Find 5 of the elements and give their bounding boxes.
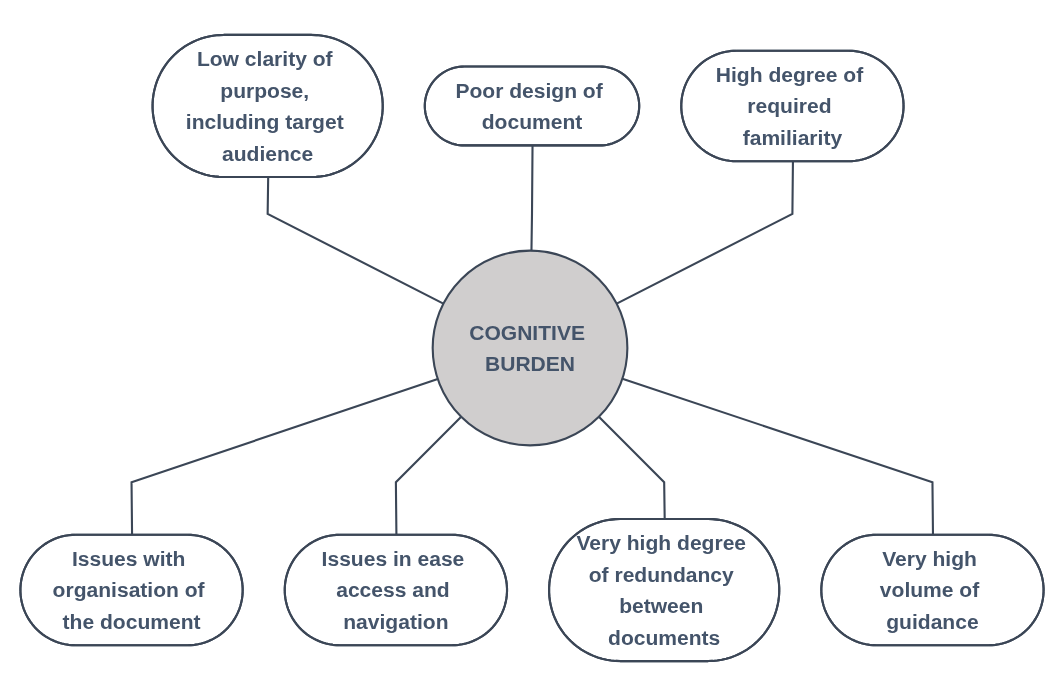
node-circle: COGNITIVE BURDEN <box>431 249 629 447</box>
connector <box>598 416 666 520</box>
connector <box>530 145 534 251</box>
connector <box>266 177 444 305</box>
connector <box>616 161 794 305</box>
